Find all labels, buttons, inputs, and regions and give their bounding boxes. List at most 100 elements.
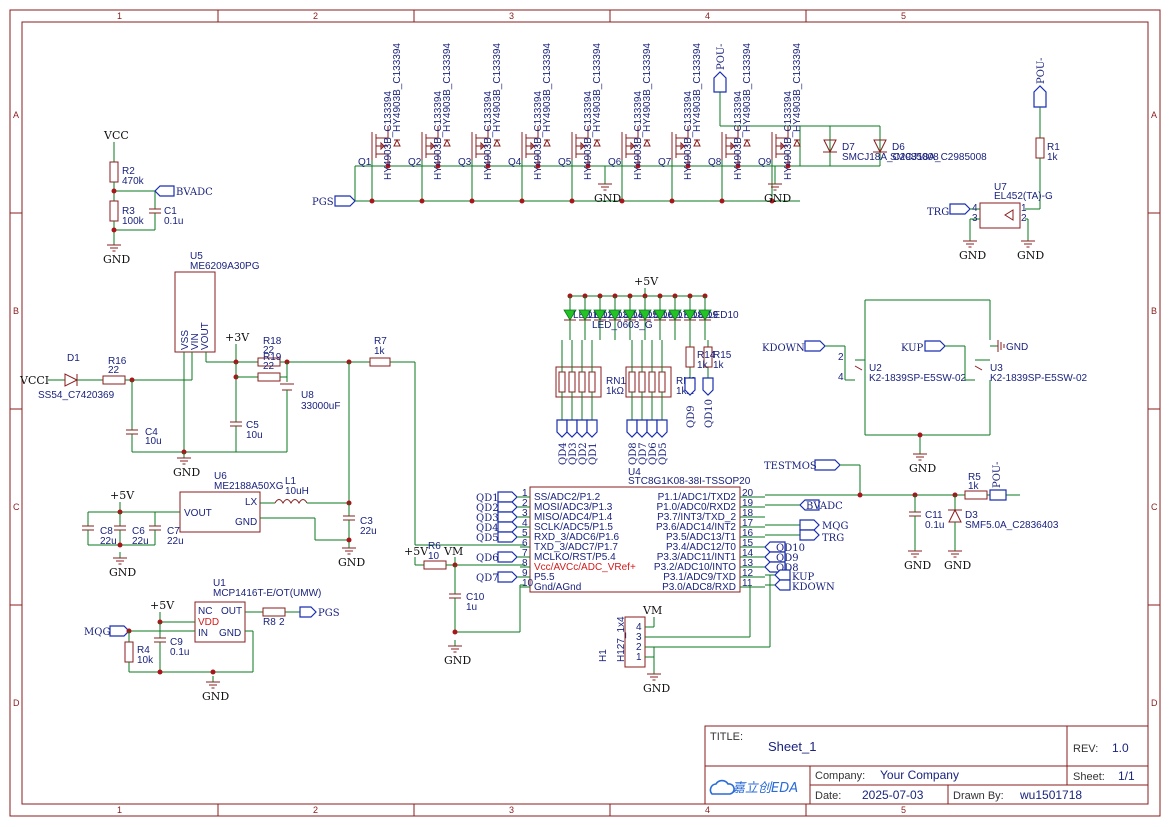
mosfet-value-lower: HY4903B_C133394 bbox=[583, 91, 594, 180]
mosfet-value-lower: HY4903B_C133394 bbox=[733, 91, 744, 180]
u6-pin-vout: VOUT bbox=[184, 508, 212, 519]
u8-ref: U8 bbox=[301, 390, 314, 401]
r1-value: 1k bbox=[1047, 152, 1059, 163]
mcu-net-label-left: QD2 bbox=[476, 503, 499, 514]
mosfet-value-lower: HY4903B_C133394 bbox=[483, 91, 494, 180]
mqg-flag-driver bbox=[109, 625, 130, 637]
r14-value: 1k bbox=[697, 360, 709, 371]
u1-ref: U1 bbox=[213, 578, 226, 589]
mosfet-ref: Q4 bbox=[508, 157, 522, 168]
p3v-label: +3V bbox=[225, 331, 250, 344]
u1-pin-gnd: GND bbox=[219, 628, 241, 639]
c9-ref: C9 bbox=[170, 637, 183, 648]
gnd-symbol: GND bbox=[103, 239, 130, 266]
u6-value: ME2188A50XG bbox=[214, 481, 284, 492]
vcc-label: VCC bbox=[103, 129, 129, 142]
led-symbol bbox=[578, 309, 592, 321]
rn2-value: 1kΩ bbox=[676, 386, 695, 397]
d6-value: SMCJ18A_C2985008 bbox=[890, 152, 987, 163]
mosfet-ref: Q9 bbox=[758, 157, 772, 168]
l1-ref: L1 bbox=[285, 476, 297, 487]
logo-cloud-icon bbox=[709, 779, 735, 795]
c6-ref: C6 bbox=[132, 526, 145, 537]
mcu-pin-number-left: 8 bbox=[522, 558, 528, 569]
mcu-pin-right: P3.7/INT3/TXD_2 bbox=[657, 512, 736, 523]
c6-value: 22u bbox=[132, 536, 149, 547]
trg-flag-mcu bbox=[799, 529, 820, 541]
mcu-net-flag-left bbox=[497, 511, 518, 523]
c7-ref: C7 bbox=[167, 526, 180, 537]
u5-body bbox=[174, 271, 216, 353]
kdown-label-keys: KDOWN bbox=[762, 343, 805, 354]
mcu-pin-number-left: 9 bbox=[522, 568, 528, 579]
inner-frame bbox=[21, 21, 1149, 805]
mosfet-value: HY4903B_C133394 bbox=[692, 43, 703, 132]
qd-flag bbox=[626, 419, 638, 438]
mosfet-value-lower: HY4903B_C133394 bbox=[783, 91, 794, 180]
tb-rev: 1.0 bbox=[1112, 741, 1129, 755]
logo-text: 嘉立创EDA bbox=[732, 781, 798, 796]
u4-value: STC8G1K08-38I-TSSOP20 bbox=[628, 476, 751, 487]
r19-ref: R19 bbox=[263, 352, 282, 363]
u8-value: 33000uF bbox=[301, 401, 340, 412]
u1-pin-vdd: VDD bbox=[198, 617, 219, 628]
mcu-pin-left: MISO/ADC4/P1.4 bbox=[534, 512, 613, 523]
c3-ref: C3 bbox=[360, 516, 373, 527]
d7-symbol bbox=[823, 139, 837, 154]
qd-flag bbox=[556, 419, 568, 438]
mcu-pin-left: Vcc/AVCc/ADC_VRef+ bbox=[534, 562, 636, 573]
row-label-right: C bbox=[1151, 502, 1158, 512]
vcci-label: VCCI bbox=[19, 374, 49, 387]
mcu-pin-number-left: 1 bbox=[522, 488, 528, 499]
p5v-label-driver: +5V bbox=[150, 599, 175, 612]
r8-ref: R8 bbox=[263, 617, 276, 628]
gnd-label: GND bbox=[764, 192, 791, 205]
qd-label: QD8 bbox=[628, 442, 639, 465]
mosfet-value: HY4903B_C133394 bbox=[742, 43, 753, 132]
c4-value: 10u bbox=[145, 436, 162, 447]
u7-pin4: 4 bbox=[972, 203, 978, 214]
ldo-section: U5 ME6209A30PG VSS VIN VOUT VCCI D1 SS54… bbox=[19, 251, 525, 546]
mosfet-ref: Q6 bbox=[608, 157, 622, 168]
c5-ref: C5 bbox=[246, 420, 259, 431]
u7-value: EL452(TA)-G bbox=[994, 191, 1053, 202]
mcu-net-label-left: QD6 bbox=[476, 553, 499, 564]
gnd-label: GND bbox=[959, 249, 986, 262]
qd-label: QD3 bbox=[568, 442, 579, 465]
mcu-pin-right: P3.3/ADC11/INT1 bbox=[657, 552, 737, 563]
r2-value: 470k bbox=[122, 176, 145, 187]
c9-value: 0.1u bbox=[170, 647, 189, 658]
title-block: TITLE: Sheet_1 REV: 1.0 Company: Your Co… bbox=[704, 725, 1149, 805]
pou-flag-r1 bbox=[1033, 85, 1047, 108]
mcu-pin-number-right: 14 bbox=[742, 548, 754, 559]
bvadc-label-left: BVADC bbox=[176, 187, 213, 198]
c10-value: 1u bbox=[466, 602, 477, 613]
r18-ref: R18 bbox=[263, 336, 282, 347]
d1-ref: D1 bbox=[67, 353, 80, 364]
rn1-value: 1kΩ bbox=[606, 386, 625, 397]
r7-ref: R7 bbox=[374, 336, 387, 347]
mosfet-value: HY4903B_C133394 bbox=[642, 43, 653, 132]
u4-ref: U4 bbox=[628, 467, 641, 478]
gnd-symbol: GND bbox=[643, 668, 670, 695]
column-label-bottom: 5 bbox=[901, 805, 906, 815]
mcu-net-flag-left bbox=[497, 531, 518, 543]
h1-pin-number: 1 bbox=[636, 652, 642, 663]
led-ref: LED10 bbox=[708, 310, 739, 321]
mosfet-value-lower: HY4903B_C133394 bbox=[633, 91, 644, 180]
keys-section: KDOWN 2 4 U2 K2-1839SP-E5SW-02 KUP GND U… bbox=[762, 299, 1088, 475]
battery-divider: VCC BVADC R2 470k R3 100k C1 0.1u GND bbox=[103, 129, 213, 266]
row-label-right: B bbox=[1151, 306, 1157, 316]
u7-led-symbol bbox=[1004, 209, 1014, 221]
mcu-net-flag-left bbox=[497, 521, 518, 533]
mcu-pin-left: Gnd/AGnd bbox=[534, 582, 581, 593]
r3-ref: R3 bbox=[122, 206, 135, 217]
mcu-net-flag-left bbox=[497, 501, 518, 513]
gnd-symbol: GND bbox=[202, 676, 229, 703]
